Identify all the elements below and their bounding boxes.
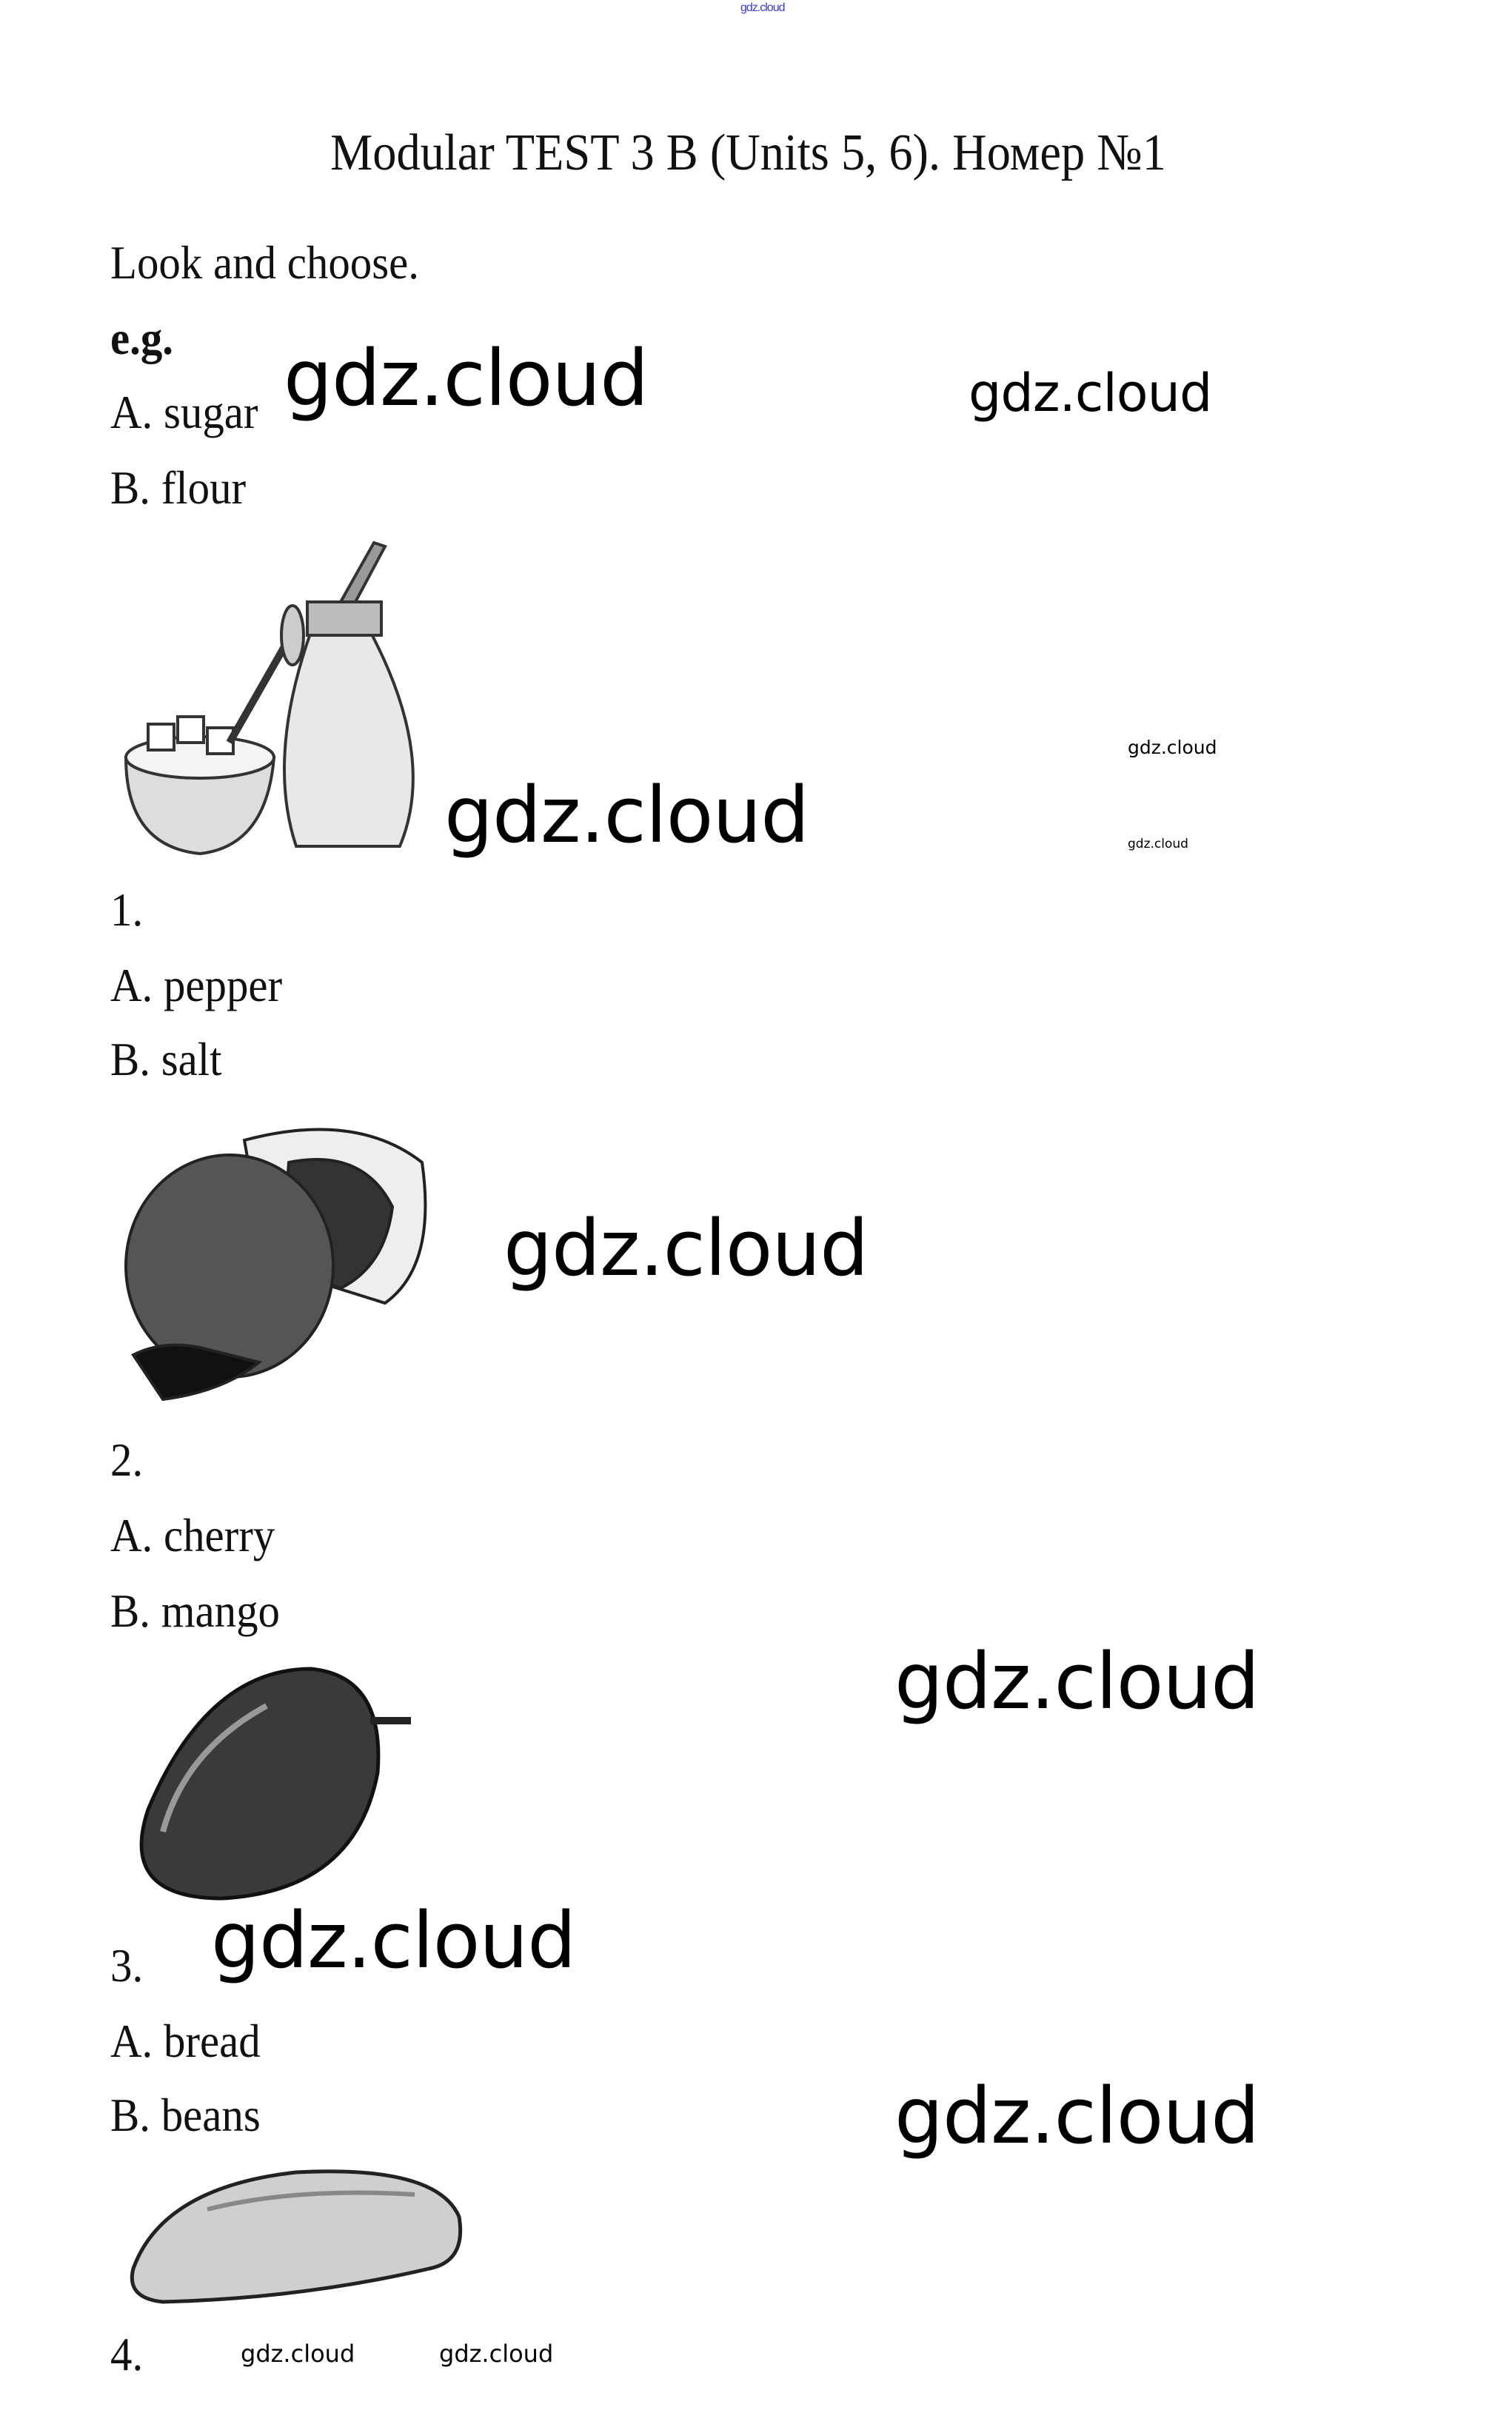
- watermark: gdz.cloud: [241, 2340, 355, 2368]
- question-number: 1.: [110, 883, 144, 936]
- watermark: gdz.cloud: [894, 2071, 1260, 2161]
- option-b: B. mango: [110, 1584, 280, 1637]
- sugar-flour-image: [124, 540, 415, 856]
- watermark: gdz.cloud: [504, 1203, 869, 1293]
- watermark: gdz.cloud: [1128, 837, 1188, 851]
- bread-image: [130, 2169, 463, 2304]
- instruction: Look and choose.: [110, 236, 419, 289]
- page-title: Modular TEST 3 B (Units 5, 6). Номер №1: [330, 124, 1166, 181]
- option-b: B. flour: [110, 461, 247, 514]
- option-a: A. pepper: [110, 959, 283, 1011]
- watermark: gdz.cloud: [894, 1636, 1260, 1727]
- watermark: gdz.cloud: [439, 2340, 554, 2368]
- header-watermark: gdz.cloud: [740, 1, 785, 14]
- option-b: B. salt: [110, 1033, 222, 1085]
- question-number: 4.: [110, 2328, 144, 2380]
- mango-image: [139, 1667, 411, 1901]
- question-number: e.g.: [110, 312, 174, 364]
- watermark: gdz.cloud: [211, 1895, 576, 1986]
- question-number: 2.: [110, 1433, 144, 1486]
- option-a: A. sugar: [110, 386, 258, 438]
- option-a: A. cherry: [110, 1509, 275, 1561]
- option-a: A. bread: [110, 2015, 261, 2067]
- watermark: gdz.cloud: [969, 363, 1212, 424]
- question-number: 3.: [110, 1939, 144, 1992]
- pepper-image: [124, 1128, 427, 1402]
- option-b: B. beans: [110, 2089, 261, 2141]
- watermark: gdz.cloud: [284, 333, 649, 424]
- watermark: gdz.cloud: [1128, 737, 1217, 758]
- watermark: gdz.cloud: [444, 770, 809, 860]
